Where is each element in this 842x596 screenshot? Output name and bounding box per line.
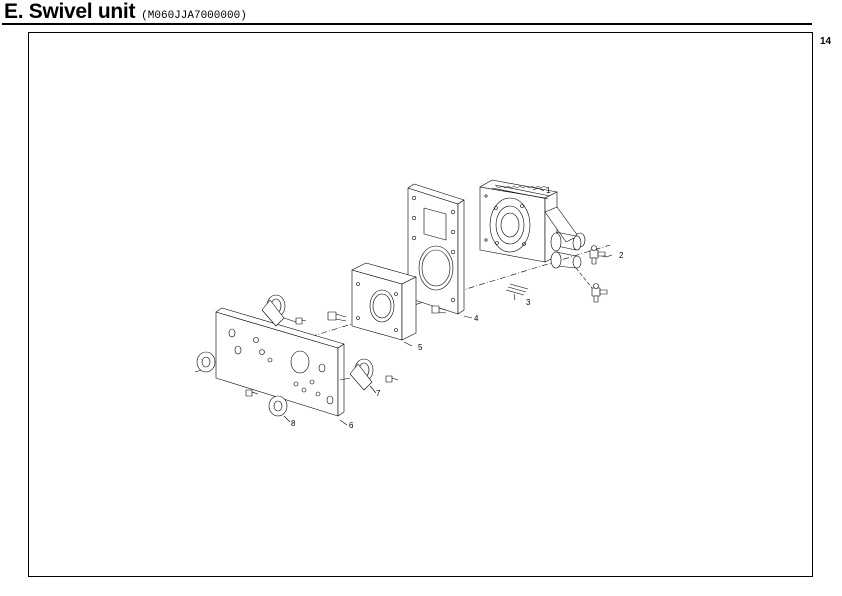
leader-lines: [283, 187, 613, 426]
page-header: E. Swivel unit (M060JJA7000000): [4, 0, 247, 23]
callout-5: 5: [418, 343, 423, 352]
callout-8: 8: [291, 419, 296, 428]
part-1-swivel-actuator: [479, 179, 586, 269]
part-2-fittings: [575, 245, 608, 303]
callout-4: 4: [474, 314, 479, 323]
header-rule: [2, 23, 812, 25]
part-4-adapter-plate: [407, 183, 465, 315]
callout-3: 3: [526, 298, 531, 307]
callout-7: 7: [376, 389, 381, 398]
section-title: E. Swivel unit: [4, 0, 136, 23]
part-5-spacer-block: [327, 262, 417, 341]
part-code: (M060JJA7000000): [141, 10, 247, 22]
callout-1: 1: [546, 186, 551, 195]
part-8-stoppers: [196, 351, 288, 417]
callout-2: 2: [619, 251, 624, 260]
callout-6: 6: [349, 421, 354, 430]
drawing-frame: [28, 32, 813, 577]
part-3-pins: [505, 283, 529, 296]
part-7-shock-absorbers: [245, 294, 399, 397]
page-number: 14: [820, 36, 832, 47]
part-6-base-plate: [215, 307, 345, 417]
callout-labels: 1 2 3 4 5 6 7 8: [291, 186, 624, 430]
